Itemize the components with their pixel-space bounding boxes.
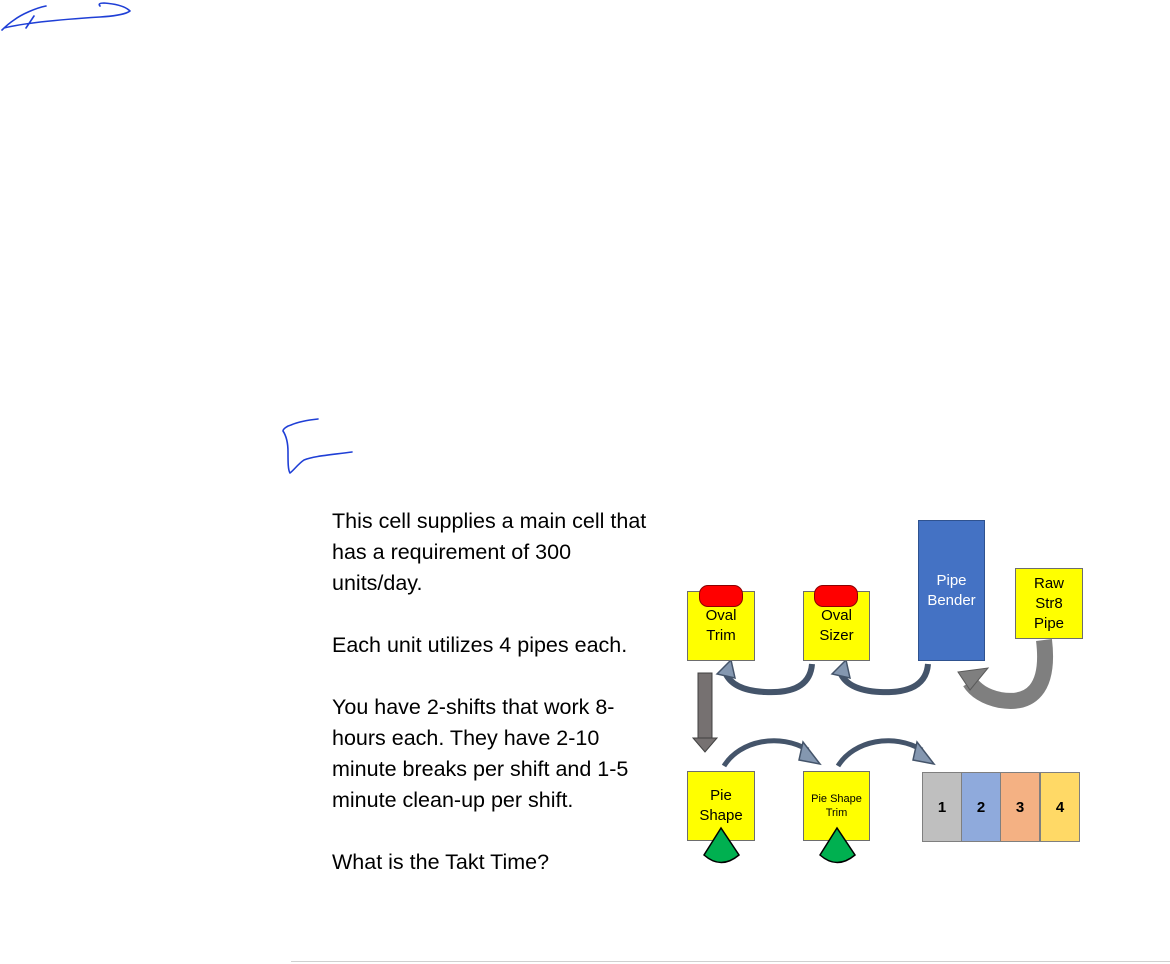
bin-4: 4 <box>1040 772 1080 842</box>
bin-3: 3 <box>1000 772 1040 842</box>
flow-arrow-sizer-to-trim <box>722 663 815 696</box>
station-label: Pie Shape Trim <box>811 793 862 819</box>
ink-stroke-top-left <box>1 2 131 31</box>
flow-arrow-head <box>957 667 990 691</box>
ink-stroke-middle <box>282 418 353 474</box>
go-signal-pie-shape-trim <box>819 826 856 864</box>
flow-arrow-head <box>691 737 719 753</box>
bin-label: 2 <box>976 798 986 816</box>
stop-signal-oval-sizer <box>814 585 858 607</box>
stop-signal-oval-trim <box>699 585 743 607</box>
flow-arrow-head <box>798 740 822 766</box>
station-label: Pie Shape <box>699 787 743 824</box>
prompt-paragraph: Each unit utilizes 4 pipes each. <box>332 633 628 657</box>
flow-arrow-raw-to-bender <box>963 639 1054 709</box>
station-label: Oval Sizer <box>819 607 854 644</box>
flow-arrow-pie-to-pietrim <box>721 738 810 768</box>
prompt-question: What is the Takt Time? <box>332 850 550 874</box>
station-pipe-bender: Pipe Bender <box>918 520 985 661</box>
bin-1: 1 <box>922 772 962 842</box>
bin-label: 3 <box>1015 798 1025 816</box>
flow-arrow-pietrim-to-bins <box>835 738 924 768</box>
bin-label: 1 <box>937 798 947 816</box>
go-signal-pie-shape <box>703 826 740 864</box>
page-divider <box>291 961 1170 962</box>
station-pie-shape: Pie Shape <box>687 771 755 841</box>
station-label: Raw Str8 Pipe <box>1033 574 1065 632</box>
bin-2: 2 <box>961 772 1001 842</box>
flow-arrow-head <box>715 658 736 679</box>
problem-statement: This cell supplies a main cell that has … <box>332 506 662 878</box>
prompt-paragraph: You have 2-shifts that work 8-hours each… <box>332 695 629 812</box>
station-label: Oval Trim <box>705 607 737 644</box>
flow-arrow-bender-to-sizer <box>837 663 931 696</box>
prompt-paragraph: This cell supplies a main cell that has … <box>332 509 647 595</box>
flow-arrow-head <box>912 740 936 766</box>
station-label: Pipe Bender <box>927 572 976 609</box>
station-raw-pipe: Raw Str8 Pipe <box>1015 568 1083 639</box>
flow-arrow-head <box>830 658 851 679</box>
bin-label: 4 <box>1055 798 1065 816</box>
